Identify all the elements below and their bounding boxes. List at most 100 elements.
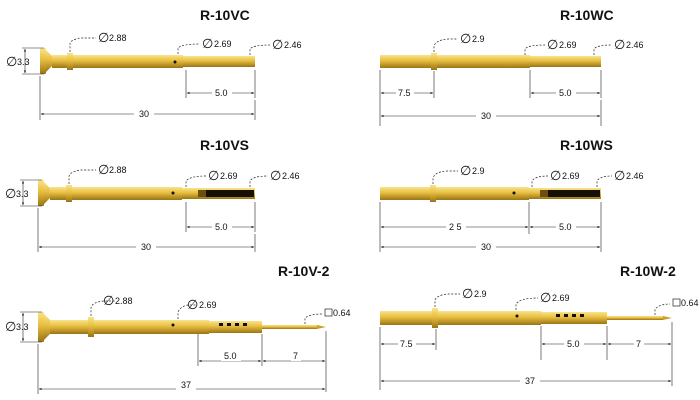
title-r10v2: R-10V-2 [278,263,330,279]
leader-d1-r10wc: ∅ 2.9 [433,32,485,52]
dim-tail-length-r10wc: 5.0 [529,70,602,98]
leader-d1-r10vs: ∅ 2.88 [68,163,127,184]
probe-r10v2: R-10V-2 ∅ 3.3 ∅ 2.88 [5,263,351,394]
dim-pin-length-r10v2: 7 [262,331,327,392]
svg-text:5.0: 5.0 [215,88,228,98]
svg-text:30: 30 [481,242,491,252]
probe-r10ws: R-10WS ∅ 2.9 ∅ 2.69 ∅ 2.46 [379,137,644,252]
svg-text:2.46: 2.46 [626,40,644,50]
dim-total-length-r10w2: 37 [380,376,672,386]
dim-head-diameter-r10vc: ∅ 3.3 [6,47,44,75]
leader-d2-r10vc: ∅ 2.69 [177,37,232,54]
svg-text:2.69: 2.69 [552,293,570,303]
title-r10w2: R-10W-2 [620,263,676,279]
svg-text:7.5: 7.5 [398,88,411,98]
leader-pin-r10w2: 0.64 [654,298,699,315]
svg-text:∅: ∅ [5,187,16,202]
leader-d1-r10ws: ∅ 2.9 [432,164,485,184]
svg-text:∅: ∅ [614,169,625,184]
dim-head-diameter-r10v2: ∅ 3.3 [5,311,42,343]
svg-text:5.0: 5.0 [224,351,237,361]
svg-text:∅: ∅ [547,38,558,53]
svg-text:7: 7 [293,351,298,361]
dim-total-length-r10vs: 30 [37,208,256,252]
svg-text:30: 30 [481,111,491,121]
svg-text:2.46: 2.46 [282,171,300,181]
dim-tail-length-r10vs: 5.0 [185,202,256,232]
svg-text:2.69: 2.69 [199,300,217,310]
dim-mid-length-r10ws: 2 5 [379,202,530,252]
svg-text:∅: ∅ [460,164,471,179]
body-r10wc [380,53,601,70]
dim-total-length-r10ws: 30 [380,242,601,252]
leader-d1-r10w2: ∅ 2.9 [434,287,487,307]
dim-pin-length-r10w2: 7 [607,322,673,386]
leader-d1-r10v2: ∅ 2.88 [90,294,133,316]
svg-text:3.3: 3.3 [16,322,29,332]
dim-head-diameter-r10vs: ∅ 3.3 [5,179,42,207]
probe-r10w2: R-10W-2 ∅ 2.9 ∅ 2.69 0.64 [379,263,699,390]
body-r10w2 [380,308,672,328]
svg-text:30: 30 [141,242,151,252]
svg-text:2.88: 2.88 [109,165,127,175]
svg-text:2.88: 2.88 [109,33,127,43]
title-r10wc: R-10WC [560,7,614,23]
svg-text:37: 37 [181,380,191,390]
leader-d3-r10vs: ∅ 2.46 [249,169,300,187]
leader-d2-r10w2: ∅ 2.69 [515,291,570,310]
svg-text:30: 30 [139,109,149,119]
leader-pin-r10v2: 0.64 [304,308,351,324]
svg-text:∅: ∅ [98,31,109,46]
svg-text:∅: ∅ [208,169,219,184]
probe-r10vs: R-10VS ∅ 3.3 ∅ 2.88 ∅ 2.69 [5,137,300,252]
leader-d1-r10vc: ∅ 2.88 [69,31,127,52]
svg-text:37: 37 [525,376,535,386]
svg-text:∅: ∅ [462,287,473,302]
svg-text:7.5: 7.5 [400,339,413,349]
svg-text:2.9: 2.9 [472,34,485,44]
body-r10vs [38,180,255,206]
leader-d3-r10ws: ∅ 2.46 [596,169,644,187]
svg-text:5.0: 5.0 [215,222,228,232]
svg-text:∅: ∅ [187,298,198,313]
svg-text:2.46: 2.46 [284,40,302,50]
dim-tail-length-r10vc: 5.0 [185,70,256,98]
dim-head-length-r10wc: 7.5 [379,70,435,126]
svg-text:2.69: 2.69 [214,39,232,49]
leader-d2-r10v2: ∅ 2.69 [177,298,217,319]
body-r10vc [40,48,255,74]
dim-tail-length-r10ws: 5.0 [529,202,602,252]
leader-d2-r10wc: ∅ 2.69 [524,38,577,55]
title-r10vs: R-10VS [200,137,249,153]
leader-d2-r10ws: ∅ 2.69 [531,169,580,187]
leader-d2-r10vs: ∅ 2.69 [185,169,238,187]
svg-text:∅: ∅ [540,291,551,306]
title-r10ws: R-10WS [560,137,613,153]
svg-text:7: 7 [636,339,641,349]
dim-tail-length-r10w2: 5.0 [540,326,608,360]
svg-text:2.9: 2.9 [474,289,487,299]
svg-text:∅: ∅ [103,294,114,309]
svg-text:0.64: 0.64 [333,308,351,318]
dim-total-length-r10vc: 30 [39,76,256,120]
body-r10v2 [38,312,326,342]
title-r10vc: R-10VC [200,7,250,23]
svg-text:∅: ∅ [550,169,561,184]
probe-r10vc: R-10VC ∅ 3.3 ∅ 2.88 ∅ 2.69 [6,7,302,120]
svg-text:2.46: 2.46 [626,171,644,181]
svg-text:∅: ∅ [202,37,213,52]
svg-text:2.69: 2.69 [562,171,580,181]
svg-text:0.64: 0.64 [681,298,699,308]
svg-text:∅: ∅ [5,320,16,335]
svg-text:∅: ∅ [614,38,625,53]
probe-r10wc: R-10WC ∅ 2.9 ∅ 2.69 ∅ 2.46 7.5 [379,7,644,126]
leader-d3-r10wc: ∅ 2.46 [593,38,644,55]
svg-text:∅: ∅ [98,163,109,178]
svg-text:2.88: 2.88 [115,296,133,306]
svg-text:∅: ∅ [272,38,283,53]
dim-head-length-r10w2: 7.5 [379,327,437,390]
dim-total-length-r10wc: 30 [380,100,602,126]
leader-d3-r10vc: ∅ 2.46 [249,38,302,55]
svg-text:2.69: 2.69 [559,40,577,50]
